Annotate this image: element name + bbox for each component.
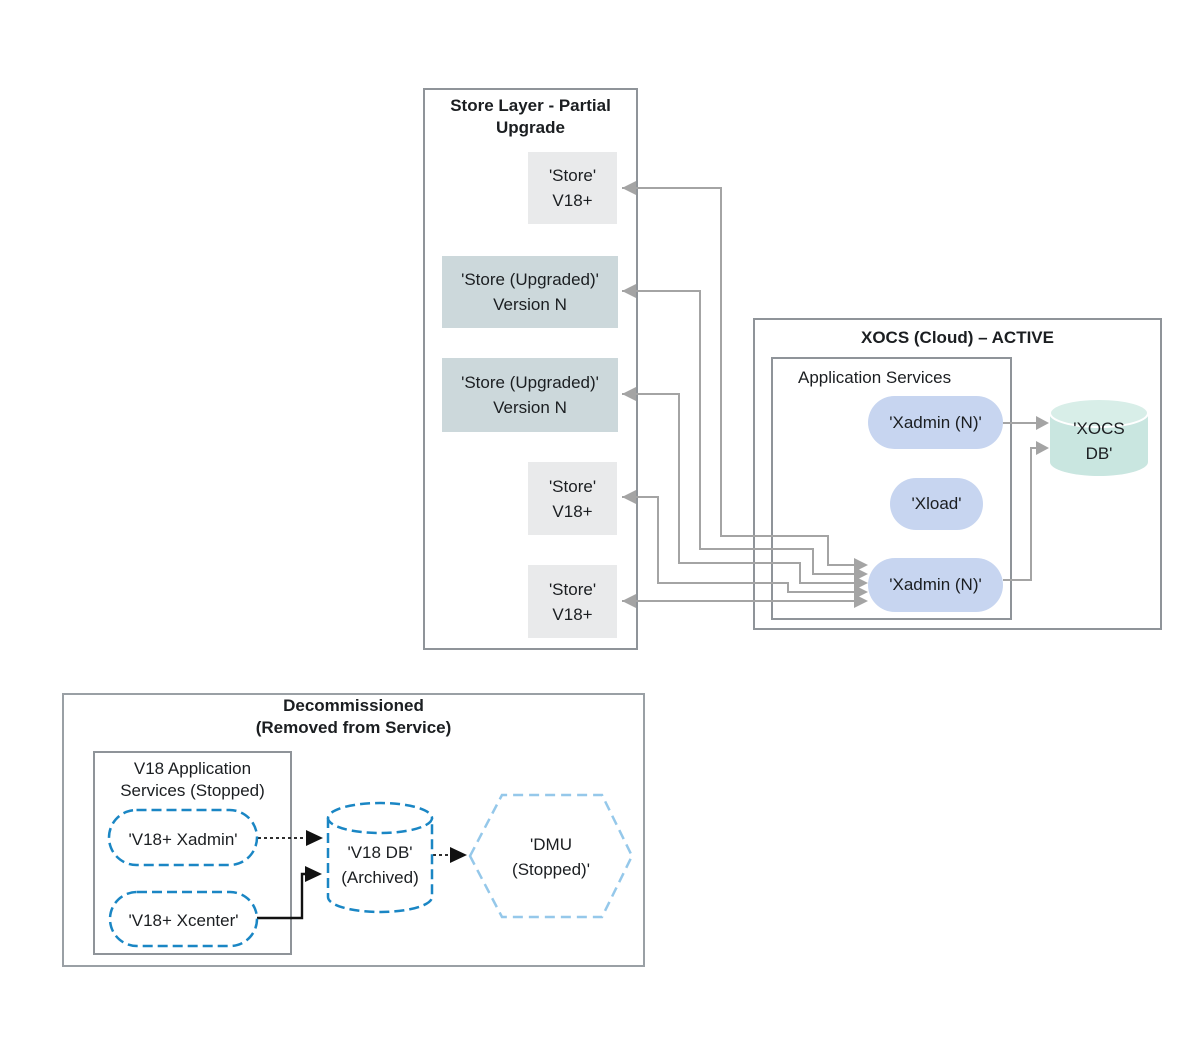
- arrowhead-xcenter-db-icon: [305, 866, 322, 882]
- store-xadmin-connectors: [622, 187, 1038, 602]
- store-layer-container: [423, 88, 638, 650]
- store-upgraded-box-2: 'Store (Upgraded)' Version N: [442, 358, 618, 432]
- store-box-1-line1: 'Store': [548, 166, 597, 185]
- decommissioned-title-line1: Decommissioned: [283, 696, 424, 715]
- dmu-label-line2: (Stopped)': [512, 860, 590, 879]
- v18-services-title-line1: V18 Application: [133, 759, 252, 778]
- arrowhead-left-store1-icon: [622, 181, 636, 195]
- connector-store1-xadmin: [622, 187, 856, 566]
- arrowhead-left-store2-icon: [622, 284, 636, 298]
- arrowhead-xocs-db-bottom-icon: [1036, 441, 1049, 455]
- store-layer-title-line2: Upgrade: [496, 118, 565, 137]
- xadmin-bottom-pill: 'Xadmin (N)': [868, 558, 1003, 612]
- arrowhead-right-xadmin4-icon: [854, 585, 868, 599]
- xocs-cloud-container: [753, 318, 1162, 630]
- store-upgraded-box-2-line2: Version N: [493, 398, 567, 417]
- xadmin-bottom-pill-label: 'Xadmin (N)': [889, 575, 982, 594]
- v18-xadmin-pill: [107, 808, 259, 867]
- store-box-3: 'Store' V18+: [528, 565, 617, 638]
- application-services-container: [771, 357, 1012, 620]
- arrowhead-right-xadmin1-icon: [854, 558, 868, 572]
- xocs-db-label-line2: DB': [1085, 444, 1113, 463]
- arrowhead-xadmin-db-icon: [306, 830, 323, 846]
- store-upgraded-box-1-line2: Version N: [493, 295, 567, 314]
- stopped-shapes: [107, 801, 434, 948]
- v18-services-title: V18 Application Services (Stopped): [93, 758, 292, 802]
- elbow-arrow-xcenter-db: [257, 872, 305, 920]
- dmu-label: 'DMU (Stopped)': [470, 832, 632, 882]
- arrowhead-left-store5-icon: [622, 594, 636, 608]
- arrowhead-right-xadmin3-icon: [854, 576, 868, 590]
- store-box-1: 'Store' V18+: [528, 152, 617, 224]
- connector-store4-xadmin: [622, 496, 856, 593]
- v18-db-label-line2: (Archived): [341, 868, 419, 887]
- arrowhead-left-store3-icon: [622, 387, 636, 401]
- store-layer-title-line1: Store Layer - Partial: [450, 96, 611, 115]
- v18-xcenter-pill: [108, 890, 259, 948]
- xocs-db-label-line1: 'XOCS: [1073, 419, 1125, 438]
- arrowhead-db-dmu-icon: [450, 847, 467, 863]
- gray-arrowheads: [622, 181, 1049, 608]
- store-box-2-line1: 'Store': [548, 476, 597, 496]
- decommissioned-arrows: [257, 830, 467, 920]
- connector-store2-xadmin: [622, 290, 856, 575]
- decommissioned-container: [62, 693, 645, 967]
- v18-xcenter-pill-label: 'V18+ Xcenter': [128, 911, 239, 930]
- v18-db-label: 'V18 DB' (Archived): [328, 840, 432, 890]
- store-box-2: 'Store' V18+: [528, 462, 617, 535]
- xload-pill: 'Xload': [890, 478, 983, 530]
- arrowhead-left-store4-icon: [622, 490, 636, 504]
- store-layer-title: Store Layer - Partial Upgrade: [423, 95, 638, 139]
- store-box-1-line2: V18+: [552, 191, 593, 210]
- store-box-3-line2: V18+: [552, 604, 593, 624]
- v18-db-label-line1: 'V18 DB': [347, 843, 413, 862]
- store-box-2-line2: V18+: [552, 501, 593, 521]
- arrowhead-xocs-db-top-icon: [1036, 416, 1049, 430]
- v18-db-top: [326, 801, 434, 835]
- xload-pill-label: 'Xload': [911, 494, 962, 513]
- xadmin-top-pill-label: 'Xadmin (N)': [889, 412, 982, 432]
- xocs-title: XOCS (Cloud) – ACTIVE: [861, 328, 1054, 347]
- v18-services-title-line2: Services (Stopped): [120, 781, 265, 800]
- store-box-3-line1: 'Store': [548, 579, 597, 599]
- decommissioned-title: Decommissioned (Removed from Service): [62, 695, 645, 739]
- connector-xadmin-bottom-db: [1003, 447, 1037, 581]
- store-upgraded-box-1: 'Store (Upgraded)' Version N: [442, 256, 618, 328]
- xocs-db-cylinder: [1049, 398, 1149, 476]
- xadmin-top-pill: 'Xadmin (N)': [868, 396, 1003, 449]
- xocs-db-label: 'XOCS DB': [1050, 416, 1148, 466]
- xocs-db-body: [1050, 413, 1148, 476]
- v18-db-body: [326, 818, 434, 914]
- application-services-label: Application Services: [798, 368, 952, 387]
- connector-store3-xadmin: [622, 393, 856, 584]
- arrowhead-right-xadmin2-icon: [854, 567, 868, 581]
- v18-xadmin-pill-label: 'V18+ Xadmin': [128, 830, 238, 849]
- v18-services-container: [93, 751, 292, 955]
- xocs-db-top: [1049, 398, 1149, 428]
- store-upgraded-box-1-line1: 'Store (Upgraded)': [461, 270, 599, 289]
- store-upgraded-box-2-line1: 'Store (Upgraded)': [461, 373, 599, 392]
- dmu-hexagon: [468, 793, 634, 919]
- arrowhead-right-xadmin5-icon: [854, 594, 868, 608]
- dmu-label-line1: 'DMU: [530, 835, 572, 854]
- decommissioned-title-line2: (Removed from Service): [255, 718, 452, 737]
